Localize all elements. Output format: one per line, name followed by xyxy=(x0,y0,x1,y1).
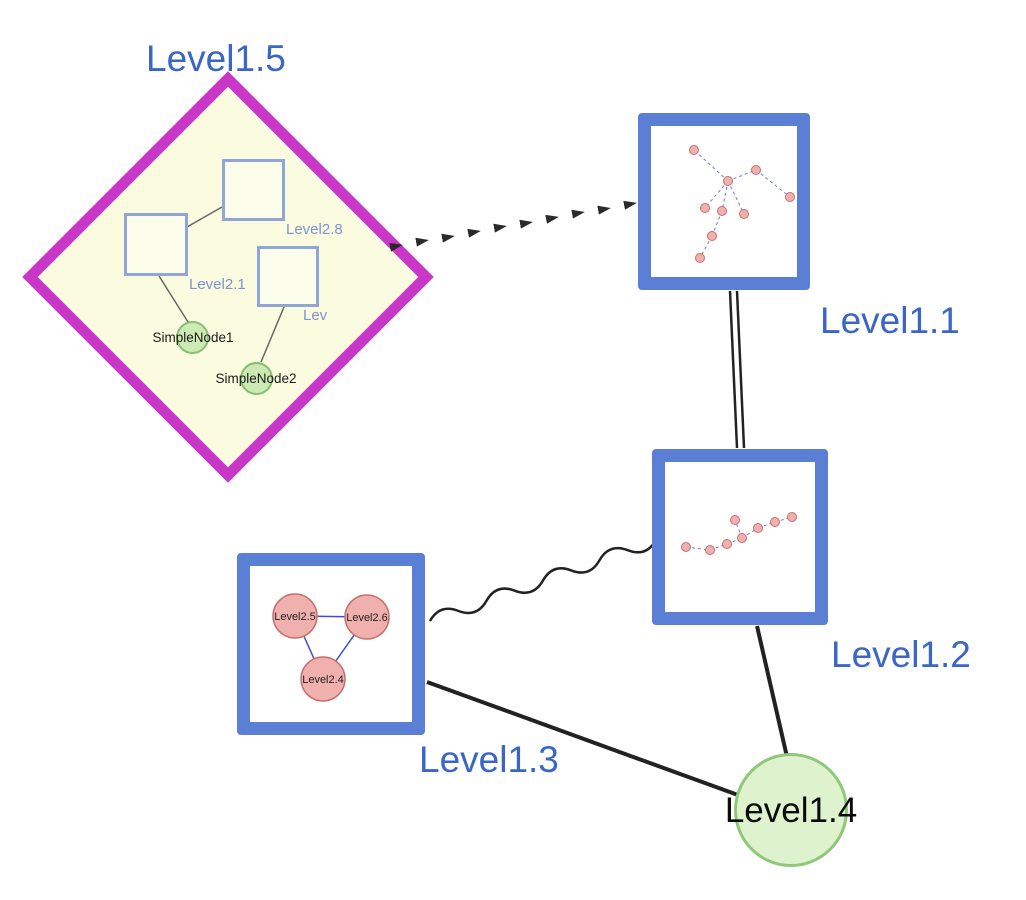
mini-graph-node[interactable] xyxy=(787,512,797,522)
level1-1-minigraph xyxy=(689,145,795,263)
node-level1-1[interactable] xyxy=(638,113,810,290)
edge-level1-1-to-level1-2-a[interactable] xyxy=(728,290,739,449)
mini-graph-node[interactable] xyxy=(695,253,705,263)
node-simplenode1[interactable] xyxy=(176,321,209,354)
node-level1-2[interactable] xyxy=(652,449,828,625)
edge-level1-3-to-level1-4[interactable] xyxy=(426,680,761,805)
mini-graph-node[interactable] xyxy=(753,523,763,533)
node-simplenode2-label: SimpleNode2 xyxy=(215,371,297,386)
node-level2-x-label: Lev xyxy=(303,307,328,324)
edge-level1-3-to-level1-2[interactable] xyxy=(428,534,658,627)
node-simplenode2[interactable] xyxy=(240,362,273,395)
node-level1-5-label: Level1.5 xyxy=(146,38,286,79)
level1-3-minigraph: Level2.5 Level2.6 Level2.4 xyxy=(272,593,390,702)
mini-graph-node[interactable] xyxy=(751,165,761,175)
mini-graph-node[interactable] xyxy=(722,539,732,549)
mini-graph-node[interactable] xyxy=(689,145,699,155)
mini-graph-node[interactable] xyxy=(730,515,740,525)
node-level2-x[interactable] xyxy=(257,246,319,307)
mini-graph-node[interactable] xyxy=(739,209,749,219)
node-level1-2-label: Level1.2 xyxy=(831,634,971,675)
node-level1-4[interactable] xyxy=(734,753,848,867)
mini-graph-node[interactable] xyxy=(681,542,691,552)
mini-graph-node[interactable] xyxy=(705,545,715,555)
node-simplenode1-label: SimpleNode1 xyxy=(152,330,234,345)
level1-2-minigraph xyxy=(681,512,797,555)
node-level2-4-label: Level2.4 xyxy=(302,674,344,686)
node-level1-4-label: Level1.4 xyxy=(724,791,858,830)
node-level1-3-label: Level1.3 xyxy=(419,739,559,780)
edge-level1-2-to-level1-4[interactable] xyxy=(755,625,792,771)
node-level2-6[interactable] xyxy=(344,594,390,640)
node-level2-8-label: Level2.8 xyxy=(286,221,343,238)
node-level1-5-diamond[interactable] xyxy=(22,71,434,483)
node-level2-5[interactable] xyxy=(272,593,318,639)
mini-graph-node[interactable] xyxy=(700,203,710,213)
edge-level1-5-to-level1-1[interactable] xyxy=(389,200,637,252)
mini-graph-node[interactable] xyxy=(723,176,733,186)
node-level1-3[interactable]: Level2.5 Level2.6 Level2.4 xyxy=(237,553,425,735)
edge-level2-1-simplenode1 xyxy=(158,275,189,323)
mini-graph-node[interactable] xyxy=(707,231,717,241)
node-level1-1-label: Level1.1 xyxy=(820,300,960,341)
node-level2-1[interactable] xyxy=(124,213,188,276)
node-level2-8[interactable] xyxy=(222,159,285,221)
mini-graph-node[interactable] xyxy=(770,517,780,527)
edge-level1-1-to-level1-2-b[interactable] xyxy=(735,290,746,449)
mini-graph-node[interactable] xyxy=(785,192,795,202)
edge-level2-8-level2-1 xyxy=(186,206,223,228)
node-level2-4[interactable] xyxy=(300,656,346,702)
node-level2-1-label: Level2.1 xyxy=(189,276,246,293)
node-level2-5-label: Level2.5 xyxy=(274,611,316,623)
node-level2-6-label: Level2.6 xyxy=(346,612,388,624)
mini-graph-node[interactable] xyxy=(737,533,747,543)
mini-graph-node[interactable] xyxy=(717,206,727,216)
edge-level2-x-simplenode2 xyxy=(260,306,285,363)
